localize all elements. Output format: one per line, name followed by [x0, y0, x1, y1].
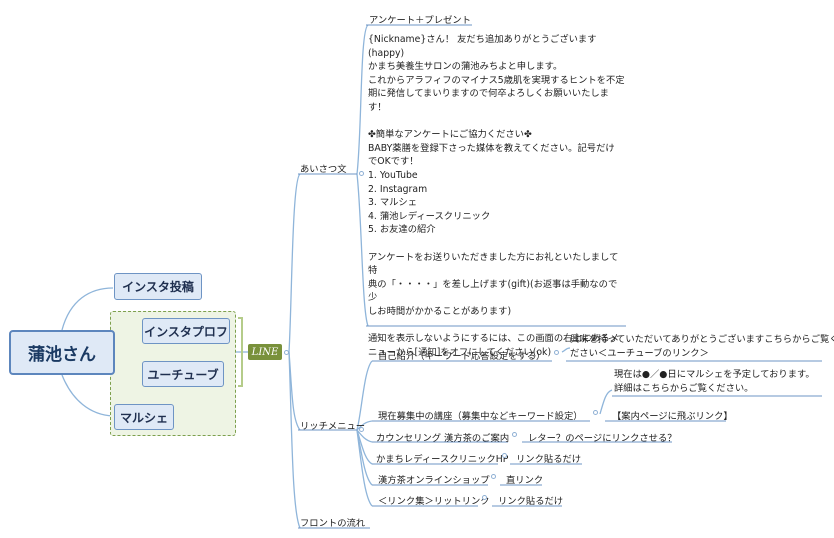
self-intro-node[interactable]: 自己紹介（キーワード応答設定をする）	[378, 351, 546, 362]
message-line: 2. Instagram	[368, 183, 428, 195]
branch-instagram-posts[interactable]: インスタ投稿	[114, 273, 202, 300]
clinic-hp-node[interactable]: かまちレディースクリニックHP	[376, 454, 509, 465]
collapse-dot-icon[interactable]	[593, 410, 598, 415]
message-line: 典の「・・・・」を差し上げます(gift)(お返事は手動なので少	[368, 278, 618, 304]
rich-menu-node[interactable]: リッチメニュー	[300, 421, 366, 432]
message-line: ニューから[通知]をオフにしてください(ok)	[368, 346, 552, 358]
online-shop-note[interactable]: 直リンク	[506, 475, 544, 486]
message-line: 5. お友達の紹介	[368, 224, 436, 236]
collapse-dot-icon[interactable]	[284, 350, 289, 355]
greeting-message[interactable]: {Nickname}さん！ 友だち追加ありがとうございます(happy) かまち…	[368, 33, 626, 359]
message-line: 期に発信してまいりますので何卒よろしくお願いいたしま	[368, 88, 609, 100]
collapse-dot-icon[interactable]	[491, 474, 496, 479]
message-line: す！	[368, 101, 387, 113]
root-node[interactable]: 蒲池さん	[9, 330, 115, 375]
message-line: {Nickname}さん！ 友だち追加ありがとうございます(happy)	[368, 34, 597, 59]
online-shop-node[interactable]: 漢方茶オンラインショップ	[378, 475, 490, 486]
message-line: 通知を表示しないようにするには、この画面の右上にあるメ	[368, 333, 619, 345]
collapse-dot-icon[interactable]	[359, 427, 364, 432]
note-line: 詳細はこちらからご覧ください。	[614, 383, 754, 394]
collapse-dot-icon[interactable]	[502, 453, 507, 458]
message-line: かまち美養生サロンの蒲池みちよと申します。	[368, 61, 563, 73]
courses-link-node[interactable]: 【案内ページに飛ぶリンク】	[612, 411, 733, 422]
message-line	[368, 237, 626, 251]
message-line: BABY薬膳を登録下さった媒体を教えてください。記号だけ	[368, 142, 615, 154]
counseling-note[interactable]: レター？のページにリンクさせる？	[528, 433, 677, 444]
collapse-dot-icon[interactable]	[359, 171, 364, 176]
message-line: アンケートをお送りいただきました方にお礼といたしまして特	[368, 251, 619, 277]
courses-node[interactable]: 現在募集中の講座（募集中などキーワード設定）	[378, 411, 583, 422]
reply-line: 興味を持っていただいてありがとうございますこちらからご覧く	[570, 334, 834, 345]
message-line	[368, 318, 626, 332]
line-hub-node[interactable]: LINE	[248, 344, 282, 360]
link-collection-node[interactable]: ＜リンク集＞リットリンク	[378, 496, 490, 507]
greeting-node[interactable]: あいさつ文	[300, 164, 347, 175]
collapse-dot-icon[interactable]	[482, 495, 487, 500]
self-intro-reply[interactable]: 興味を持っていただいてありがとうございますこちらからご覧く ださい＜ユーチューブ…	[570, 333, 834, 361]
branch-marche[interactable]: マルシェ	[114, 404, 174, 430]
survey-present-node[interactable]: アンケート＋プレゼント	[369, 15, 471, 26]
message-line: でOKです！	[368, 156, 419, 168]
counseling-node[interactable]: カウンセリング 漢方茶のご案内	[376, 433, 510, 444]
message-line: 4. 蒲池レディースクリニック	[368, 210, 491, 222]
message-line: ✤簡単なアンケートにご協力ください✤	[368, 129, 532, 141]
message-line: 3. マルシェ	[368, 197, 418, 209]
branch-instagram-profile[interactable]: インスタプロフ	[142, 318, 230, 344]
note-line: 現在は●／●日にマルシェを予定しております。	[614, 369, 815, 380]
message-line	[368, 115, 626, 129]
link-collection-note[interactable]: リンク貼るだけ	[498, 496, 564, 507]
reply-line: ださい＜ユーチューブのリンク＞	[570, 348, 709, 359]
message-line: しお時間がかかることがあります)	[368, 305, 512, 317]
collapse-dot-icon[interactable]	[554, 350, 559, 355]
clinic-hp-note[interactable]: リンク貼るだけ	[516, 454, 582, 465]
collapse-dot-icon[interactable]	[512, 432, 517, 437]
message-line: これからアラフィフのマイナス5歳肌を実現するヒントを不定	[368, 74, 625, 86]
branch-youtube[interactable]: ユーチューブ	[142, 361, 224, 387]
message-line: 1. YouTube	[368, 169, 418, 181]
courses-note[interactable]: 現在は●／●日にマルシェを予定しております。 詳細はこちらからご覧ください。	[614, 368, 815, 396]
front-flow-node[interactable]: フロントの流れ	[300, 518, 366, 529]
